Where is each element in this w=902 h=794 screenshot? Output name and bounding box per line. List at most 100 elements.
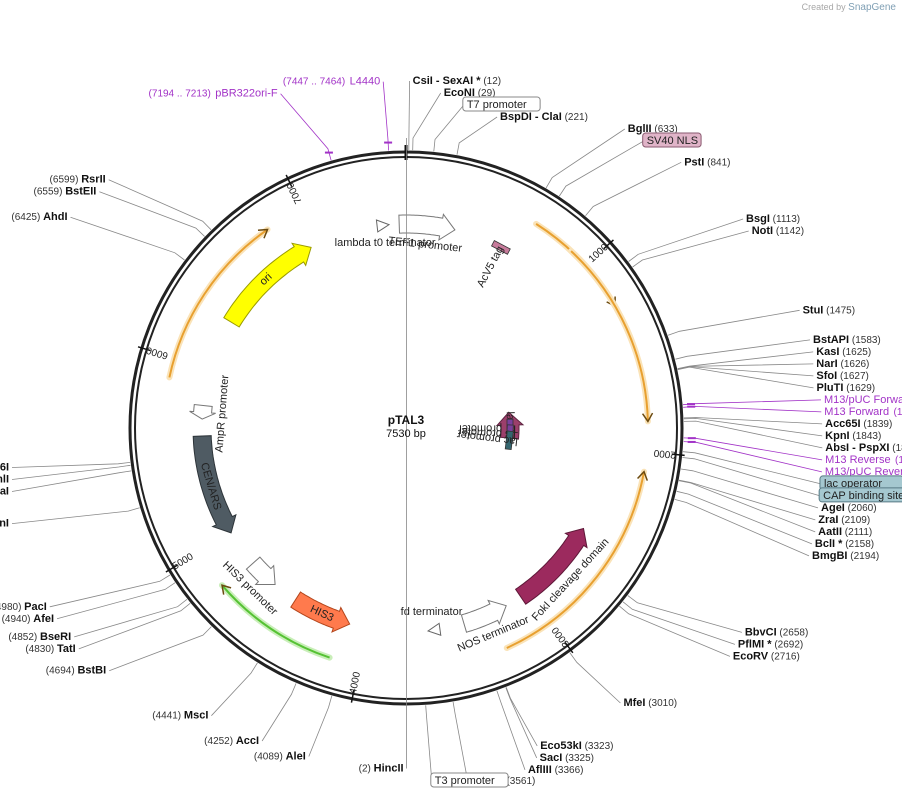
enzyme-line [569,652,621,704]
enzyme-name: AhdI [43,211,67,223]
enzyme-label: (5462) SwaI [0,486,9,498]
enzyme-label: (4694) BstBI [46,665,106,677]
enzyme-line [622,601,736,645]
enzyme-label: (6559) BstEII [34,186,97,198]
enzyme-label: BmgBI (2194) [812,550,879,562]
feature-label: T7 promoter [458,422,518,434]
feature-box [430,772,509,788]
enzyme-name: KpnI [825,430,849,442]
label-layer: CsiI - SexAI * (12)EcoNI (29)T7 promoter… [0,75,902,788]
enzyme-position: (2111) [845,527,872,538]
enzyme-line [56,582,176,620]
primer-name: pBR322ori-F [215,88,278,100]
feature-arrow [290,591,351,633]
enzyme-name: RsrII [81,174,105,186]
feature-label: AmpR promoter [213,374,231,453]
enzyme-position: (221) [565,112,588,123]
tick-mark [564,641,574,654]
enzyme-name: CsiI [413,75,433,87]
primer-name: M13 Reverse [825,454,890,466]
enzyme-position: (6559) [34,187,63,198]
enzyme-label: (4940) AfeI [2,613,54,625]
enzyme-name: XmnI [0,518,9,530]
primer-label: M13/pUC Reverse (1930 .. 1952) [825,462,902,479]
enzyme-line [99,191,205,237]
feature-arrow [460,599,507,633]
primer-position: (1917 .. 1933) [895,455,902,466]
enzyme-label: (4441) MscI [152,710,208,722]
enzyme-label: (5499) Bsu36I [0,462,9,474]
enzyme-line [11,507,140,524]
enzyme-position: (3561) [506,776,535,787]
enzyme-position: (4940) [2,614,31,625]
feature-box-label: CAP binding site [823,490,902,502]
enzyme-label: PluTI (1629) [817,382,876,394]
enzyme-label: (5299) XmnI [0,518,9,530]
enzyme-label: Acc65I (1839) [825,418,892,430]
enzyme-name: EcoRV [733,650,769,662]
enzyme-line [505,687,538,747]
enzyme-name: SwaI [0,486,9,498]
enzyme-line [677,366,814,377]
tick-mark [285,174,293,188]
enzyme-line [11,464,131,480]
tick-label: 2000 [653,447,677,460]
feature-box [462,96,541,112]
feature-label: T3 promoter [457,425,518,440]
enzyme-name: BglII [628,123,652,135]
enzyme-label: KpnI (1843) [825,430,881,442]
snapgene-credit: Created by SnapGene [802,2,896,13]
enzyme-line [70,216,185,261]
enzyme-name: BsgI [746,213,770,225]
enzyme-name: BclI * [815,538,843,550]
enzyme-position: (2692) [774,639,803,650]
enzyme-position: (4089) [254,752,283,763]
tick-label: 6000 [145,344,170,361]
enzyme-label: (4252) AccI [204,735,259,747]
enzyme-name: PluTI [817,382,844,394]
enzyme-line [678,479,816,521]
enzyme-position: (1142) [776,226,804,237]
feature-box [642,132,702,148]
enzyme-line [308,695,333,757]
primer-name: L4440 [350,76,381,88]
enzyme-line [680,468,819,509]
enzyme-label: AatII (2111) [818,526,872,538]
enzyme-name: MscI [184,710,208,722]
enzyme-name: BstEII [65,186,96,198]
enzyme-line [109,626,212,672]
enzyme-separator: - [433,75,443,87]
enzyme-position: (1843) [852,431,881,442]
enzyme-position: (4694) [46,666,75,677]
enzyme-position: (1854) [892,443,902,454]
enzyme-line [49,574,171,608]
enzyme-name: Bsu36I [0,462,9,474]
enzyme-position: (2658) [779,627,808,638]
enzyme-line [675,339,811,360]
enzyme-name: KasI [816,346,839,358]
enzyme-line [11,470,132,492]
enzyme-position: (633) [654,124,677,135]
snapgene-logo-text: SnapGene [848,2,896,13]
enzyme-label: (4980) PacI [0,601,47,613]
enzyme-name: HincII [374,763,404,775]
enzyme-name: AflIII [528,764,552,776]
enzyme-name: AbsI [825,442,849,454]
enzyme-line [683,420,823,449]
enzyme-label: (2) HincII [359,763,404,775]
enzyme-position: (3010) [648,698,677,709]
enzyme-label: AgeI (2060) [821,502,877,514]
feature-box-text: CAP binding site [823,490,902,502]
enzyme-name: StuI [803,304,824,316]
primer-name: M13/pUC Forward [824,394,902,406]
enzyme-label: Eco53kI (3323) [540,740,613,752]
enzyme-position: (6425) [11,212,40,223]
enzyme-position: (1839) [863,419,892,430]
enzyme-name: BmgBI [812,550,847,562]
feature-arrow [189,403,216,420]
enzyme-lines [11,80,823,782]
enzyme-line [452,701,469,782]
enzyme-name: NarI [816,358,837,370]
terminator-icon [375,219,391,233]
enzyme-label: BsgI (1113) [746,213,800,225]
